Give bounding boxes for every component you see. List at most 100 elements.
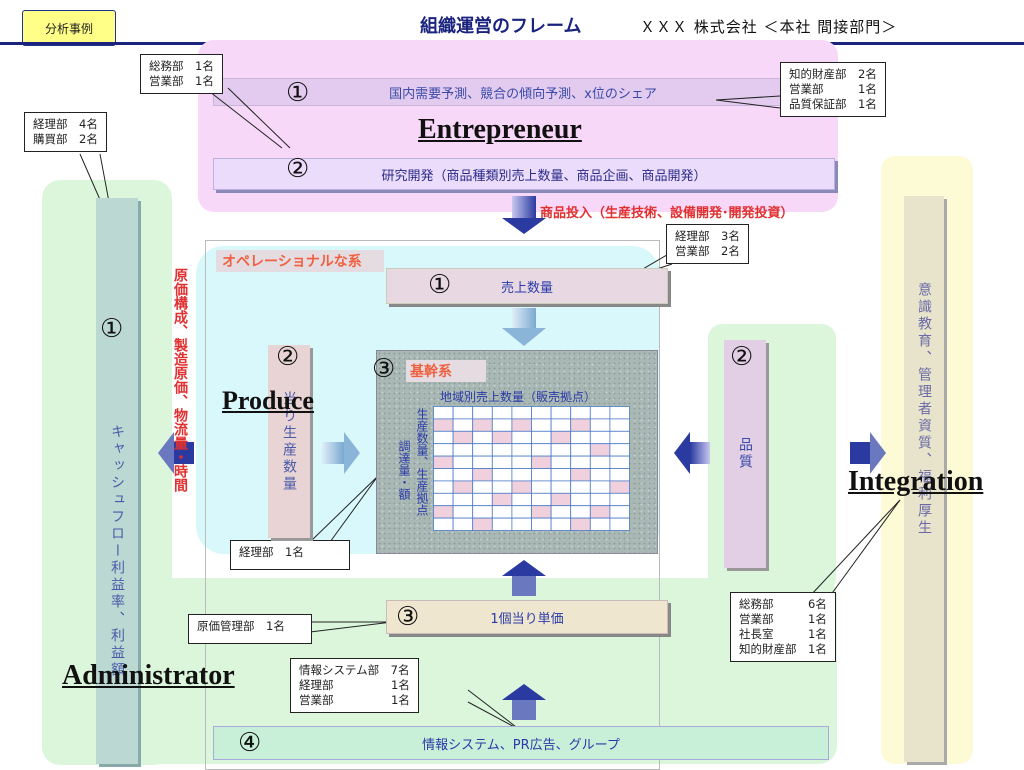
grid-cell [589,406,611,420]
unit-price-bar: 1個当り単価 [386,600,668,634]
grid-side-label-production: 生産数量、生産拠点 [415,408,429,516]
grid-cell [609,406,630,420]
administrator-label: Administrator [62,660,235,691]
grid-cell [491,468,513,482]
entrepreneur-num-1: ① [286,78,310,108]
grid-cell [511,455,532,469]
entrepreneur-label: Entrepreneur [418,114,582,145]
grid-cell [491,517,513,531]
produce-label: Produce [222,386,314,415]
header-badge: 分析事例 [22,10,116,46]
left-arrow-icon [158,432,194,474]
grid-cell [589,505,611,519]
administrator-num-4: ④ [238,728,262,758]
administrator-num-3: ③ [396,602,420,632]
grid-cell [511,480,532,494]
administrator-num-1: ① [100,314,124,344]
callout-left: 経理部 4名 購買部 2名 [24,112,107,152]
left-arrow-icon [674,432,710,474]
grid-cell [511,505,532,519]
grid-side-label-procurement: 調達量・額 [397,440,411,500]
grid-cell [452,443,474,457]
production-volume-bar: 当り生産数量 [268,345,310,538]
grid-cell [511,468,532,482]
grid-cell [472,443,493,457]
info-system-bar: 情報システム、PR広告、グループ [213,726,829,760]
page-title: 組織運営のフレーム [420,16,582,37]
rnd-bar: 研究開発（商品種類別売上数量、商品企画、商品開発） [213,158,835,190]
grid-cell [452,455,474,469]
grid-cell [589,455,611,469]
grid-cell [609,492,630,507]
operation-num-3: ③ [372,354,396,384]
grid-cell [433,443,454,457]
grid-cell [491,406,513,420]
sales-volume-bar: 売上数量 [386,268,668,304]
grid-cell [570,480,591,494]
grid-cell [550,505,572,519]
grid-cell [570,406,591,420]
down-arrow-icon [502,196,546,234]
grid-cell [472,418,493,432]
grid-cell [511,517,532,531]
grid-cell [570,505,591,519]
grid-cell [609,517,630,531]
grid-cell [511,418,532,432]
grid-cell [511,406,532,420]
grid-cell [433,418,454,432]
investment-label: 商品投入（生産技術、設備開発･開発投資） [540,206,794,221]
grid-cell [531,443,552,457]
grid-cell [452,517,474,531]
cashflow-bar: キャッシュフロー利益率、利益額 [96,198,138,764]
grid-cell [472,430,493,445]
grid-cell [609,455,630,469]
grid-cell [550,430,572,445]
grid-cell [472,480,493,494]
grid-cell [550,480,572,494]
production-volume-label: 当り生産数量 [281,390,297,493]
demand-forecast-bar: 国内需要予測、競合の傾向予測、x位のシェア [213,78,833,106]
grid-cell [531,468,552,482]
grid-cell [452,418,474,432]
grid-cell [531,455,552,469]
right-arrow-icon [322,432,360,474]
grid-cell [491,492,513,507]
grid-cell [511,430,532,445]
company-label: ＸＸＸ 株式会社 ＜本社 間接部門＞ [640,18,898,36]
grid-cell [570,418,591,432]
grid-cell [433,517,454,531]
grid-cell [491,430,513,445]
up-arrow-icon [502,684,546,720]
grid-cell [472,517,493,531]
grid-cell [452,480,474,494]
down-arrow-icon [502,308,546,346]
regional-sales-grid [433,406,630,531]
grid-cell [589,430,611,445]
grid-cell [609,505,630,519]
grid-cell [570,455,591,469]
callout-top-right: 知的財産部 2名 営業部 1名 品質保証部 1名 [780,62,886,117]
core-system-label: 基幹系 [406,360,486,382]
grid-cell [550,468,572,482]
grid-cell [589,468,611,482]
grid-cell [550,418,572,432]
integration-label: Integration [848,466,984,497]
callout-cost: 原価管理部 1名 [188,614,312,644]
grid-cell [472,455,493,469]
cost-structure-label: 原価構成、製造原価、物流量・時間 [172,268,188,492]
cashflow-label: キャッシュフロー利益率、利益額 [109,423,125,679]
grid-cell [452,406,474,420]
grid-cell [531,418,552,432]
callout-produce: 経理部 1名 [230,540,350,570]
grid-cell [472,468,493,482]
operation-num-2: ② [276,342,300,372]
grid-cell [472,406,493,420]
grid-cell [609,468,630,482]
grid-cell [531,517,552,531]
callout-sales: 経理部 3名 営業部 2名 [666,224,749,264]
awareness-bar: 意識教育、管理者資質、福利厚生 [904,196,944,762]
grid-cell [609,430,630,445]
grid-cell [550,492,572,507]
grid-cell [452,468,474,482]
